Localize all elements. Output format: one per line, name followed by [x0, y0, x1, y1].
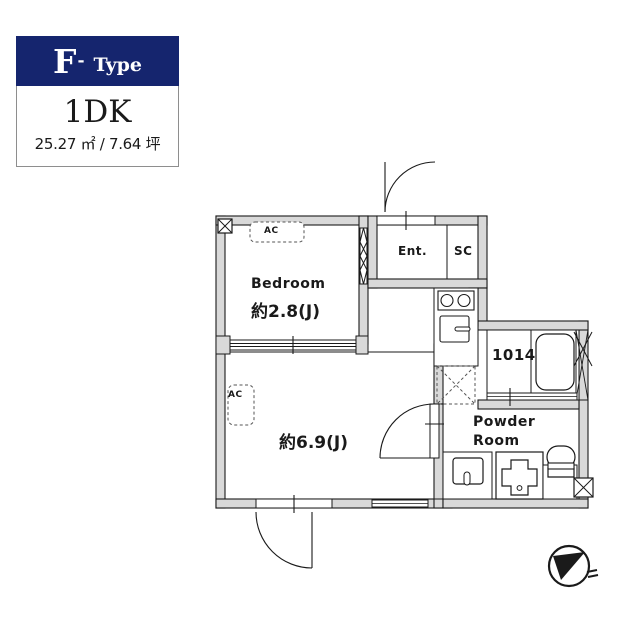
wall-powder-bottom [442, 498, 589, 509]
wall-left-outer [215, 215, 226, 509]
plan-type-label: 1DK [63, 94, 132, 131]
label-ac-living: AC [228, 390, 243, 400]
door-bedroom-entrance[interactable] [359, 227, 368, 285]
plan-summary-box: 1DK 25.27 ㎡ / 7.64 坪 [16, 86, 179, 167]
window-living-bottom [371, 499, 429, 508]
room-living [227, 384, 255, 426]
label-powder-room-line1: Powder [473, 414, 536, 430]
wall-entrance-left [367, 215, 378, 289]
label-bath-unit-size: 1014 [492, 346, 536, 364]
type-badge: F-Type [16, 36, 179, 86]
compass-north-icon [547, 544, 599, 588]
door-living-hallway[interactable] [379, 403, 444, 459]
label-ac-bedroom: AC [264, 226, 279, 236]
bathtub-icon [535, 333, 575, 391]
wall-kitchen-right-top [477, 287, 488, 327]
ac-unit-living [227, 384, 255, 426]
type-letter: F [53, 41, 77, 81]
ac-unit-bedroom [249, 221, 305, 243]
label-powder-room-line2: Room [473, 433, 520, 449]
label-bedroom-size: 約2.8(J) [251, 302, 320, 322]
bathroom-unit [486, 329, 593, 406]
room-bedroom [217, 218, 305, 243]
label-shoe-closet: SC [454, 244, 473, 258]
powder-room-fixtures [442, 445, 594, 500]
type-word: Type [93, 54, 142, 76]
wall-entrance-right [477, 215, 488, 289]
wall-entrance-bottom [367, 278, 488, 289]
faucet-icon [454, 326, 471, 332]
entrance-area [376, 224, 479, 280]
sliding-door-bedroom-living [215, 335, 369, 355]
appliance-slot [436, 365, 476, 405]
label-living-size: 約6.9(J) [279, 433, 348, 453]
kitchen-area [433, 287, 479, 405]
plan-area-label: 25.27 ㎡ / 7.64 坪 [34, 134, 161, 153]
vanity-faucet-icon [463, 471, 471, 486]
entrance-door[interactable] [376, 161, 436, 230]
balcony-door[interactable] [255, 495, 333, 569]
type-superscript: - [77, 51, 85, 71]
wall-bath-top [477, 320, 589, 331]
label-entrance: Ent. [398, 244, 428, 258]
label-bedroom: Bedroom [251, 276, 326, 292]
wall-bath-bottom [477, 399, 580, 410]
